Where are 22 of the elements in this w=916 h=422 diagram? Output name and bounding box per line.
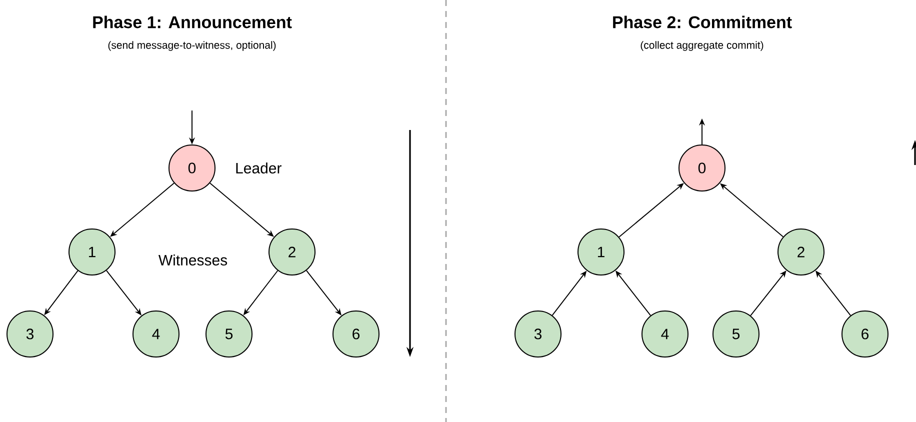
role-label: Leader — [236, 162, 282, 174]
tree-node: 0 — [168, 144, 216, 192]
tree-node: 2 — [778, 228, 824, 276]
subheading: (send message-to-witness, optional) — [108, 41, 276, 51]
tree-node: 3 — [514, 310, 562, 358]
tree-node: 5 — [206, 310, 252, 358]
heading: Phase 1: Announcement — [93, 16, 292, 28]
tree-node: 1 — [68, 228, 116, 276]
group-label: Witnesses — [158, 254, 228, 266]
subheading: (collect aggregate commit) — [640, 41, 764, 51]
arrow — [210, 182, 274, 237]
tree-node: 4 — [642, 310, 688, 358]
tree-node: 5 — [712, 310, 760, 358]
tree-node: 6 — [332, 310, 380, 358]
tree-node: 0 — [678, 144, 726, 192]
tree-node: 1 — [578, 228, 624, 276]
tree-node: 3 — [6, 310, 54, 358]
heading: Phase 2: Commitment — [613, 16, 792, 28]
tree-node: 2 — [268, 228, 316, 276]
tree-node: 6 — [842, 310, 888, 358]
arrow — [110, 182, 175, 237]
tree-node: 4 — [132, 310, 180, 358]
